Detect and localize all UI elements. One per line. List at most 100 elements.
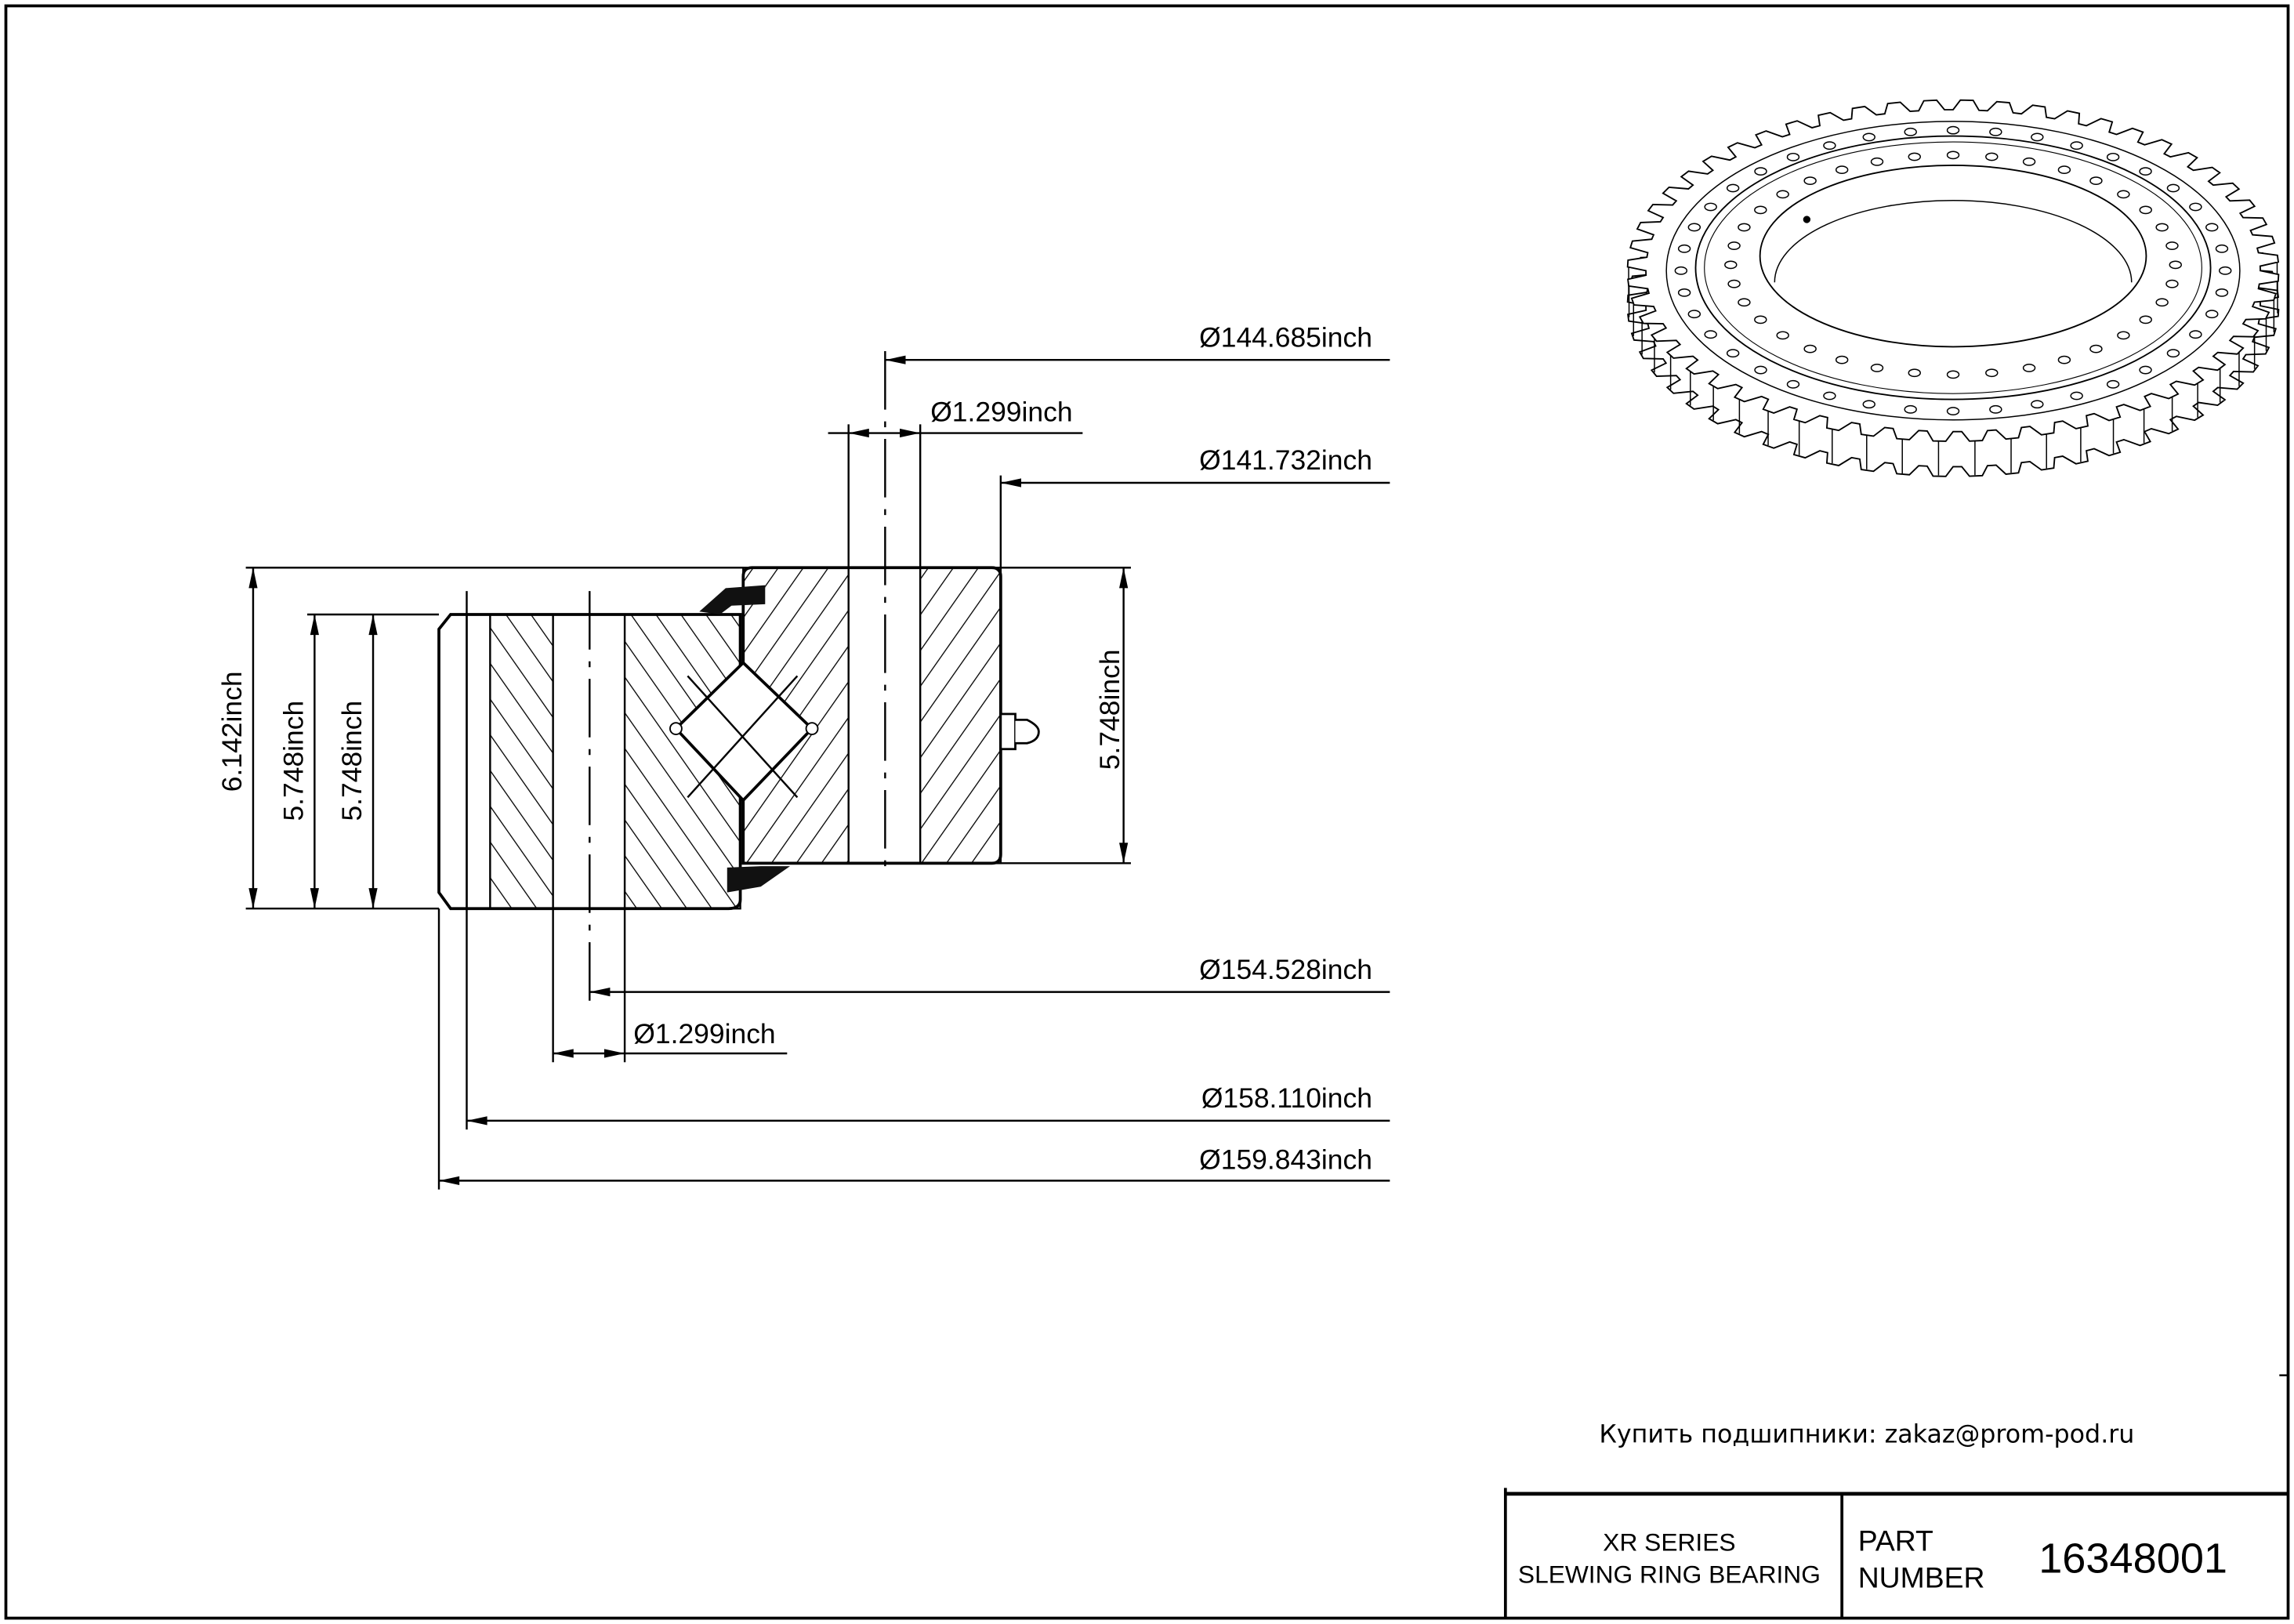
contact-text: Купить подшипники: zakaz@prom-pod.ru	[1599, 1421, 2134, 1449]
bolt-hole	[2070, 141, 2083, 150]
bolt-hole-inner	[1754, 315, 1767, 324]
dim-height-inner-1: 5.748inch	[277, 701, 309, 821]
bolt-hole	[2215, 244, 2229, 253]
bolt-hole-inner	[1724, 260, 1738, 270]
dim-dia-154: Ø154.528inch	[1199, 954, 1372, 985]
bolt-hole	[1904, 404, 1917, 414]
bolt-hole-inner	[2117, 331, 2130, 340]
dim-dia-144: Ø144.685inch	[1199, 321, 1372, 353]
bolt-hole-inner	[1803, 176, 1817, 186]
inner-ring-step	[1704, 141, 2202, 394]
part-number: 16348001	[2039, 1535, 2227, 1582]
inner-ring-hatch-left	[489, 613, 554, 910]
bolt-hole	[2219, 266, 2232, 275]
bolt-hole	[1946, 407, 1960, 415]
bolt-hole-inner	[1946, 150, 1960, 160]
bolt-hole-inner	[1754, 205, 1767, 215]
bolt-hole	[1786, 152, 1800, 161]
series-text: XR SERIES	[1603, 1528, 1735, 1557]
bolt-hole-inner	[2117, 190, 2130, 199]
bolt-hole	[1704, 202, 1717, 212]
bolt-hole	[1989, 404, 2002, 414]
type-text: SLEWING RING BEARING	[1518, 1561, 1821, 1589]
bolt-hole-inner	[2139, 205, 2152, 215]
dim-hole-bottom: Ø1.299inch	[633, 1018, 775, 1049]
bolt-hole-inner	[2165, 241, 2179, 250]
bolt-hole	[1687, 223, 1701, 232]
bearing-cross-section	[437, 351, 1040, 1001]
bolt-hole	[2166, 349, 2180, 358]
bolt-hole-inner	[2165, 279, 2179, 288]
bolt-hole-inner	[2155, 298, 2169, 307]
bolt-hole-inner	[1727, 279, 1741, 288]
bolt-hole-inner	[1835, 355, 1849, 364]
bolt-hole	[1823, 141, 1836, 150]
bolt-hole	[1726, 183, 1740, 193]
dim-dia-141: Ø141.732inch	[1199, 444, 1372, 476]
drawing-border	[4, 4, 2290, 1620]
bolt-hole	[1677, 244, 1691, 253]
dim-height-total: 6.142inch	[216, 671, 248, 792]
bolt-hole	[2139, 167, 2152, 176]
bolt-hole-inner	[2022, 364, 2036, 372]
bolt-hole-inner	[1908, 368, 1921, 378]
dimension-lines	[248, 355, 1390, 1185]
bolt-hole	[2070, 391, 2083, 401]
bolt-hole	[1726, 349, 1740, 358]
bolt-hole	[1989, 127, 2002, 136]
bolt-hole	[2205, 310, 2219, 319]
seal-bottom	[727, 866, 791, 893]
dim-hole-top: Ø1.299inch	[930, 397, 1072, 428]
bolt-hole-inner	[2169, 260, 2182, 270]
bolt-hole	[2166, 183, 2180, 193]
bolt-hole-inner	[2057, 355, 2071, 364]
bolt-hole	[2031, 132, 2044, 142]
dim-height-outer: 5.748inch	[1094, 649, 1125, 770]
bore-inner-edge	[1774, 200, 2133, 283]
outer-ring-hatch-right	[919, 567, 1002, 865]
number-label: NUMBER	[1858, 1561, 1985, 1593]
extension-lines	[245, 424, 1131, 1190]
bolt-hole-inner	[1870, 157, 1884, 166]
bolt-hole-inner	[1776, 331, 1789, 340]
bolt-hole	[2139, 365, 2152, 375]
title-block: XR SERIES SLEWING RING BEARING PART NUMB…	[1503, 1488, 2289, 1619]
bolt-hole-inner	[2089, 344, 2103, 353]
bolt-hole	[1677, 288, 1691, 297]
bolt-hole	[2106, 379, 2120, 389]
bolt-hole-inner	[1985, 368, 1999, 378]
seal-top	[699, 585, 766, 614]
bolt-hole-inner	[2057, 165, 2071, 175]
bolt-hole	[1754, 365, 1767, 375]
bolt-hole	[1862, 132, 1875, 142]
bolt-hole	[2106, 152, 2120, 161]
dim-dia-159: Ø159.843inch	[1199, 1144, 1372, 1175]
dim-height-inner-2: 5.748inch	[336, 701, 368, 821]
bolt-hole-inner	[1946, 370, 1960, 379]
grease-nipple	[999, 712, 1040, 751]
bolt-hole-inner	[2139, 315, 2152, 324]
bolt-hole	[1687, 310, 1701, 319]
bolt-hole-inner	[1835, 165, 1849, 175]
bolt-hole-inner	[2089, 176, 2103, 186]
bearing-3d-view	[1626, 99, 2280, 477]
bolt-hole	[2205, 223, 2219, 232]
bolt-hole	[2189, 202, 2202, 212]
bolt-hole	[2215, 288, 2229, 297]
bolt-hole-inner	[1727, 241, 1741, 250]
bolt-hole-inner	[2155, 223, 2169, 232]
bolt-hole-inner	[1870, 364, 1884, 372]
dim-dia-158: Ø158.110inch	[1201, 1082, 1372, 1114]
bolt-hole	[1862, 400, 1875, 409]
bolt-hole	[1674, 266, 1688, 275]
bolt-hole-inner	[1776, 190, 1789, 199]
bolt-hole-inner	[1985, 152, 1999, 161]
bolt-hole-inner	[1738, 223, 1751, 232]
grease-nipple-3d	[1803, 216, 1811, 223]
bolt-hole	[1946, 125, 1960, 135]
bolt-hole-inner	[1803, 344, 1817, 353]
bolt-hole	[1704, 330, 1717, 339]
bolt-hole	[1904, 127, 1917, 136]
bolt-hole	[1754, 167, 1767, 176]
